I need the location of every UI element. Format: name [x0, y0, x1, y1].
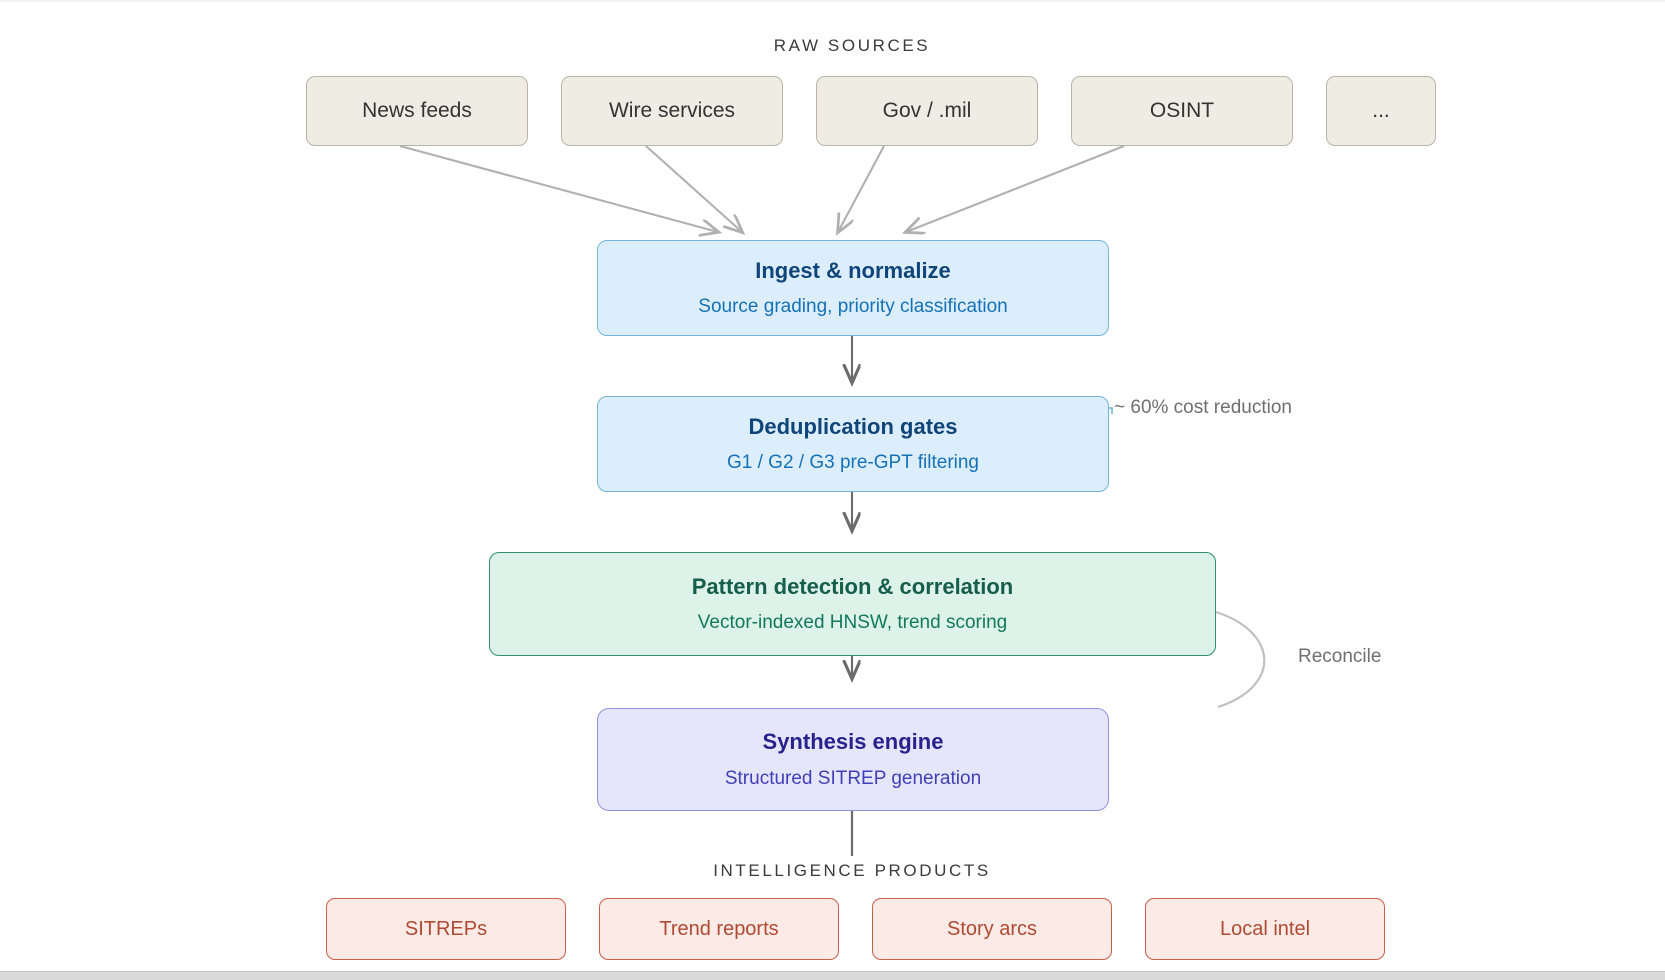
- raw-sources-label: RAW SOURCES: [773, 36, 931, 55]
- source-node-gov-mil[interactable]: Gov / .mil: [816, 76, 1038, 146]
- source-edges: [399, 144, 1125, 232]
- output-node-label: Story arcs: [946, 917, 1038, 940]
- stage-title: Pattern detection & correlation: [691, 573, 1014, 599]
- source-node-wire-services[interactable]: Wire services: [561, 76, 783, 146]
- output-node-story-arcs[interactable]: Story arcs: [872, 898, 1112, 960]
- source-node-news-feeds[interactable]: News feeds: [306, 76, 528, 146]
- output-node-trend-reports[interactable]: Trend reports: [599, 898, 839, 960]
- intelligence-products-label: INTELLIGENCE PRODUCTS: [713, 861, 991, 880]
- stage-title: Synthesis engine: [762, 729, 944, 755]
- stage-title: Ingest & normalize: [755, 257, 951, 283]
- source-node-label: Gov / .mil: [882, 98, 972, 122]
- stage-node-deduplication[interactable]: Deduplication gates G1 / G2 / G3 pre-GPT…: [597, 396, 1109, 492]
- source-node-label: ...: [1372, 98, 1390, 122]
- source-node-label: OSINT: [1149, 98, 1215, 122]
- window-top-edge: [0, 0, 1665, 2]
- output-node-label: Trend reports: [659, 917, 779, 940]
- source-node-label: News feeds: [362, 98, 472, 122]
- annotation-reconcile: Reconcile: [1298, 646, 1382, 667]
- output-node-label: SITREPs: [404, 917, 488, 940]
- source-node-ellipsis[interactable]: ...: [1326, 76, 1436, 146]
- stage-node-pattern-detection[interactable]: Pattern detection & correlation Vector-i…: [489, 552, 1216, 656]
- stage-subtitle: G1 / G2 / G3 pre-GPT filtering: [726, 452, 980, 474]
- stage-node-ingest[interactable]: Ingest & normalize Source grading, prior…: [597, 240, 1109, 336]
- output-node-label: Local intel: [1219, 917, 1311, 940]
- source-node-osint[interactable]: OSINT: [1071, 76, 1293, 146]
- stage-subtitle: Vector-indexed HNSW, trend scoring: [697, 612, 1008, 634]
- stage-subtitle: Structured SITREP generation: [724, 767, 982, 789]
- reconcile-loop-edge: [1215, 610, 1266, 709]
- output-node-sitreps[interactable]: SITREPs: [326, 898, 566, 960]
- window-bottom-edge: [0, 971, 1665, 980]
- stage-subtitle: Source grading, priority classification: [698, 296, 1008, 318]
- annotation-cost-reduction: ~ 60% cost reduction: [1114, 397, 1292, 418]
- output-node-local-intel[interactable]: Local intel: [1145, 898, 1385, 960]
- stage-title: Deduplication gates: [748, 413, 958, 439]
- stage-node-synthesis-engine[interactable]: Synthesis engine Structured SITREP gener…: [597, 708, 1109, 811]
- source-node-label: Wire services: [608, 98, 735, 122]
